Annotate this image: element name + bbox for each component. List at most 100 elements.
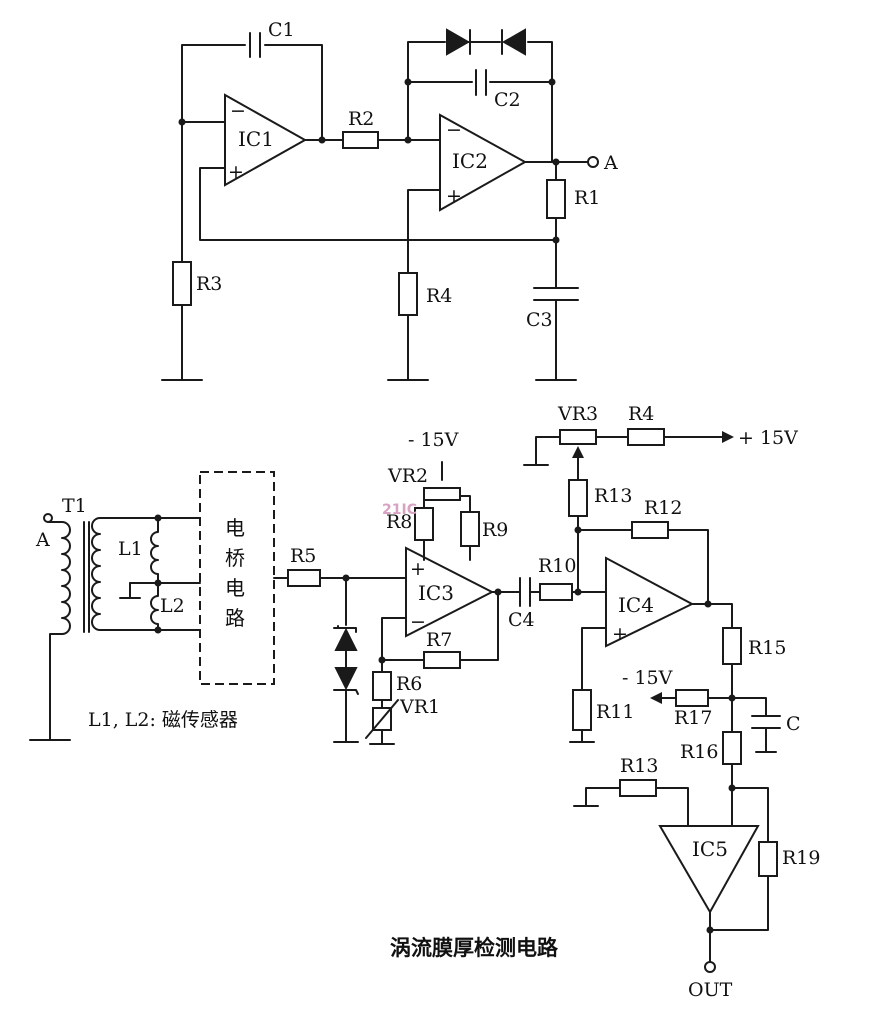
r15-resistor xyxy=(722,627,742,665)
junction xyxy=(548,78,556,86)
vr2-potentiometer xyxy=(423,487,461,501)
bridge-circuit-box xyxy=(199,471,275,685)
l2-label: L2 xyxy=(160,595,185,617)
neg15-label-a: - 15V xyxy=(408,429,459,451)
r14-label: R4 xyxy=(628,403,654,425)
junction xyxy=(704,600,712,608)
diode-reverse xyxy=(501,28,526,56)
terminal-a-label: A xyxy=(603,152,618,174)
r3-label: R3 xyxy=(196,273,222,295)
r9-label: R9 xyxy=(482,519,508,541)
vr1-label: VR1 xyxy=(399,696,440,718)
vr3-label: VR3 xyxy=(557,403,598,425)
r12-wire xyxy=(577,529,709,605)
junction xyxy=(318,136,326,144)
primary-coil xyxy=(47,521,71,741)
terminal-a-input-label: A xyxy=(35,529,50,551)
ic4-plus-sign: + xyxy=(612,623,628,645)
c4-label: C4 xyxy=(508,609,535,631)
r5-resistor xyxy=(287,569,321,587)
bridge-char-1: 电 xyxy=(225,516,245,540)
ic1-plus-feedback-wire xyxy=(199,167,557,241)
ic1-label: IC1 xyxy=(238,127,274,151)
ic2-feedback-wire xyxy=(407,41,553,163)
junction xyxy=(728,694,736,702)
junction xyxy=(154,514,162,522)
terminal-a-input xyxy=(43,513,53,523)
r1-resistor xyxy=(546,179,566,219)
r7-label: R7 xyxy=(426,629,452,651)
junction xyxy=(706,926,714,934)
junction xyxy=(154,626,162,634)
junction xyxy=(494,588,502,596)
watermark-logo: 21IC xyxy=(382,502,417,518)
r4-wire xyxy=(407,189,441,381)
ic4-label: IC4 xyxy=(618,593,654,617)
ic5-label: IC5 xyxy=(692,837,728,861)
l1-label: L1 xyxy=(118,538,143,560)
zener-diode-down xyxy=(334,667,358,691)
r6-resistor xyxy=(372,671,392,701)
r7-wire xyxy=(381,591,499,661)
r13-label-bottom: R13 xyxy=(620,755,658,777)
ic1-plus-sign: + xyxy=(228,161,244,183)
r19-wire xyxy=(709,787,769,931)
ic3-minus-sign: − xyxy=(410,611,426,633)
r11-resistor xyxy=(572,689,592,731)
ic1-opamp xyxy=(224,93,308,187)
r17-label: R17 xyxy=(674,707,712,729)
r3-resistor xyxy=(172,261,192,306)
vr2-label: VR2 xyxy=(387,465,428,487)
junction xyxy=(404,78,412,86)
c-label: C xyxy=(786,713,801,735)
ic5-opamp xyxy=(658,825,760,915)
c1-label: C1 xyxy=(268,19,295,41)
r4-label: R4 xyxy=(426,285,452,307)
r5-label: R5 xyxy=(290,545,316,567)
sensor-legend: L1, L2: 磁传感器 xyxy=(88,709,238,731)
ic4-output-wire xyxy=(691,603,767,789)
c2-label: C2 xyxy=(494,89,521,111)
r11-label: R11 xyxy=(596,701,634,723)
secondary-centre-ground xyxy=(119,582,141,599)
vr3-wiper-arrow xyxy=(572,446,584,458)
r15-label: R15 xyxy=(748,637,786,659)
ic2-opamp xyxy=(439,113,528,212)
pos15-label: + 15V xyxy=(738,427,798,449)
ic1-minus-sign: − xyxy=(230,100,246,122)
r9-resistor xyxy=(460,511,480,547)
zener-bar xyxy=(333,625,357,633)
out-label: OUT xyxy=(688,979,733,1001)
r4-resistor xyxy=(398,272,418,316)
bridge-char-4: 路 xyxy=(225,606,245,630)
bottom-circuit: A T1 L1 L2 电 桥 电 路 L1, L2: 磁传感器 R5 IC3 +… xyxy=(29,403,820,1001)
r16-resistor xyxy=(722,731,742,765)
t1-label: T1 xyxy=(62,495,87,517)
ic2-plus-sign: + xyxy=(446,185,462,207)
r13-label-top: R13 xyxy=(594,485,632,507)
out-terminal xyxy=(704,961,716,973)
ic2-minus-sign: − xyxy=(446,119,462,141)
ic4-opamp xyxy=(605,556,695,648)
vr3-wire xyxy=(535,436,723,466)
r2-label: R2 xyxy=(348,108,374,130)
terminal-a xyxy=(587,156,599,168)
c3-label: C3 xyxy=(526,309,553,331)
c1-wire xyxy=(181,44,323,141)
diode-forward xyxy=(446,28,471,56)
r13-bottom-wire xyxy=(585,787,689,827)
zener-bar xyxy=(333,689,359,695)
r8-label: R8 xyxy=(386,511,412,533)
l2-coil xyxy=(150,582,159,631)
r16-label: R16 xyxy=(680,741,718,763)
neg15-label-b: - 15V xyxy=(622,667,673,689)
zener-diode-up xyxy=(334,627,358,651)
ic3-opamp xyxy=(405,546,495,638)
secondary-coil xyxy=(91,517,113,631)
r10-label: R10 xyxy=(538,555,576,577)
r19-label: R19 xyxy=(782,847,820,869)
r6-label: R6 xyxy=(396,673,422,695)
r1-label: R1 xyxy=(574,187,600,209)
r17-resistor xyxy=(675,689,709,707)
